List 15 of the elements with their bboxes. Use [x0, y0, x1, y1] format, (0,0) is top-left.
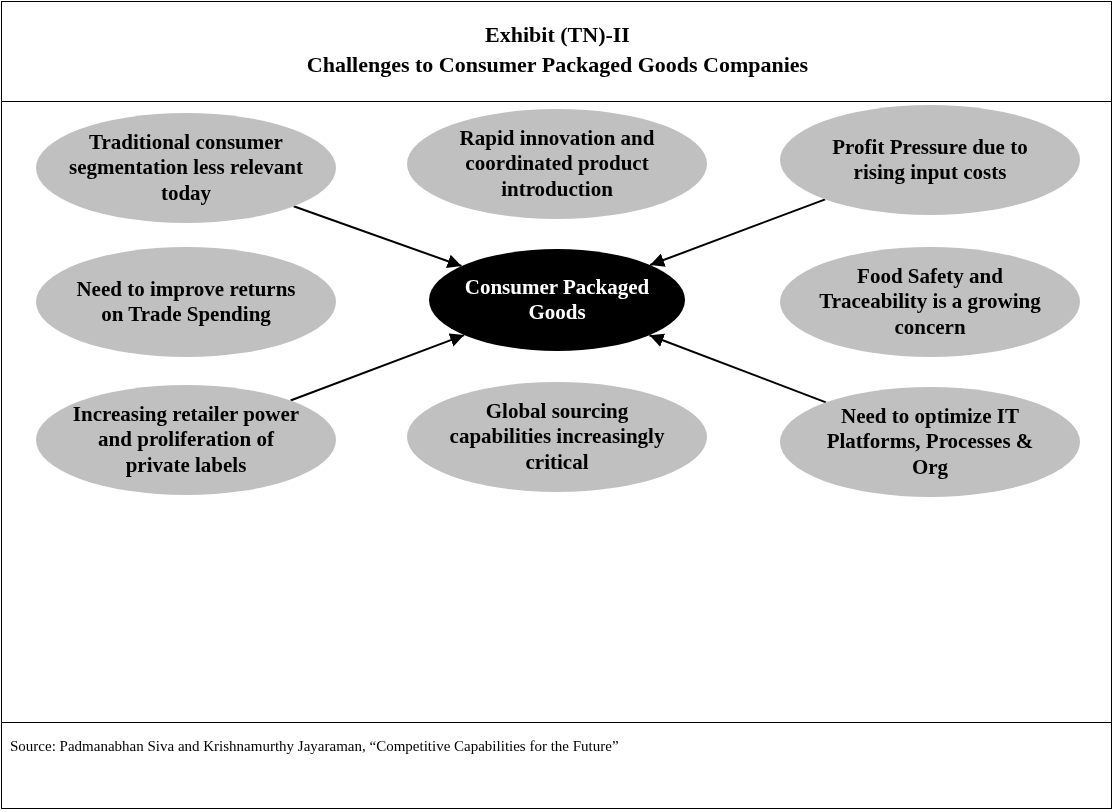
node-text: Global sourcing capabilities increasingly critical: [448, 399, 666, 475]
node-text: Consumer Packaged Goods: [463, 274, 651, 326]
node-text: Food Safety and Traceability is a growing concern: [818, 264, 1042, 340]
node-text: Profit Pressure due to rising input costs: [831, 134, 1029, 186]
node-text: Need to optimize IT Platforms, Processes & Org: [825, 404, 1035, 480]
node-text: Increasing retailer power and proliferation of private labels: [71, 402, 301, 478]
arrow: [292, 205, 463, 268]
node-text: Traditional consumer segmentation less relevant today: [67, 130, 305, 206]
arrow: [648, 333, 827, 404]
node-text: Need to improve returns on Trade Spending: [75, 276, 297, 328]
subtitle: Challenges to Consumer Packaged Goods Companies: [306, 52, 809, 77]
title: Exhibit (TN)-II: [484, 22, 631, 48]
node-text: Rapid innovation and coordinated product introduction: [458, 126, 656, 202]
arrow: [289, 333, 466, 402]
source-note: Source: Padmanabhan Siva and Krishnamurthy Jayaraman, “Competitive Capabilities for the Future”: [10, 738, 620, 755]
